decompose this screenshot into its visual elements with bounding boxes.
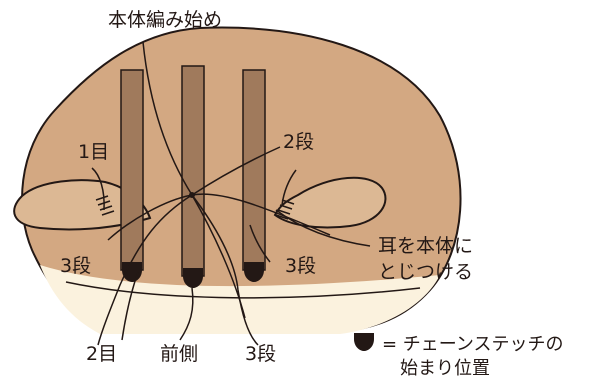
right-ear-stitches (275, 199, 295, 220)
left-ear (13, 179, 152, 231)
curve-row3-bottom (191, 194, 259, 346)
legend-marker-icon (354, 333, 374, 351)
curve-front (179, 287, 194, 341)
curve-row2-top (97, 146, 281, 346)
curve-row2-bottom (121, 271, 139, 341)
marker-center (183, 268, 203, 288)
curve-row3-left (107, 193, 331, 241)
center-dot (189, 192, 195, 198)
label-row2-bottom: 2目 (86, 343, 117, 365)
leader-row2-top (281, 169, 297, 206)
stripe-right (242, 69, 266, 271)
bottom-seam (65, 281, 421, 299)
label-title: 本体編み始め (108, 9, 222, 31)
legend-line1: = チェーンステッチの (382, 334, 564, 355)
label-ear-line1: 耳を本体に (378, 235, 473, 257)
label-row1: 1目 (78, 141, 109, 163)
label-row2-top: 2段 (283, 131, 314, 153)
curve-row3-right (249, 224, 271, 263)
label-row3-right: 3段 (285, 255, 316, 277)
stripe-left (120, 69, 144, 271)
leader-row1 (91, 167, 105, 211)
legend-line2: 始まり位置 (400, 358, 490, 379)
label-ear-line2: とじつける (378, 261, 473, 283)
marker-right (244, 262, 264, 282)
leader-lines (91, 167, 371, 247)
stripe-center (181, 65, 205, 277)
leader-ear (275, 209, 371, 247)
label-row3-bottom: 3段 (245, 343, 276, 365)
label-row3-left: 3段 (60, 255, 91, 277)
label-front: 前側 (160, 343, 198, 365)
